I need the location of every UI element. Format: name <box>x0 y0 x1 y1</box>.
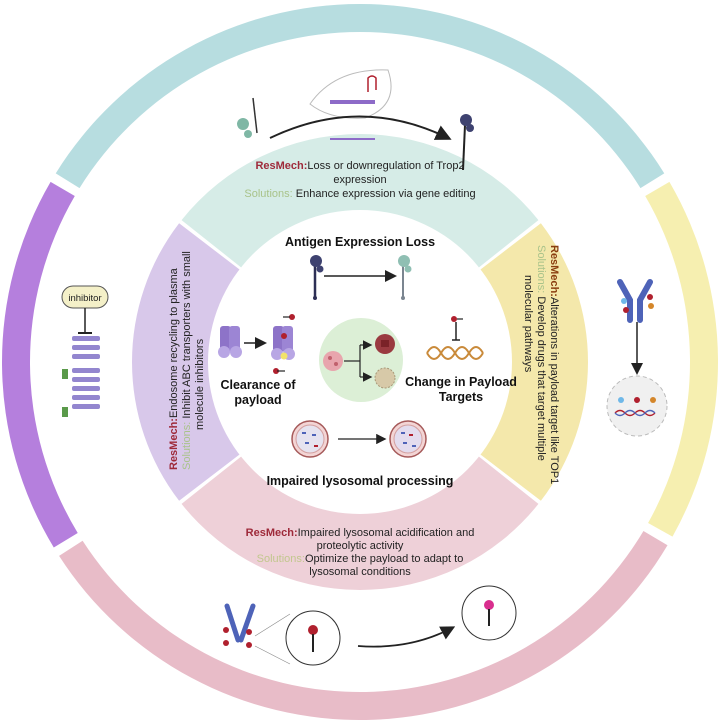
inhibitor-transporter-icon: inhibitor <box>61 285 109 417</box>
resmech-text: Loss or downregulation of Trop2 <box>307 160 464 172</box>
inner-ring <box>131 134 589 590</box>
abc-transporter-efflux-icon <box>271 314 295 374</box>
multi-payload-adc-icon <box>606 279 668 437</box>
lysosome-icon-before <box>291 420 329 458</box>
solutions-text-line2: molecule inhibitors <box>194 338 206 430</box>
solutions-text-line2: lysosomal conditions <box>309 566 411 578</box>
solutions-label: Solutions: <box>244 188 292 200</box>
right-segment-text: ResMech:Alterations in payload target li… <box>522 245 560 484</box>
inner-ring-segment-bottom <box>181 455 539 590</box>
svg-text:ResMech:Impaired lysosomal aci: ResMech:Impaired lysosomal acidification… <box>246 527 475 539</box>
dna-top1-icon <box>426 316 484 360</box>
inhibitor-label: inhibitor <box>68 293 101 304</box>
resmech-label: ResMech: <box>168 418 180 470</box>
payload-targets-title-line2: Targets <box>439 390 483 404</box>
svg-text:Solutions:Optimize the payload: Solutions:Optimize the payload to adapt … <box>257 553 464 565</box>
solutions-label: Solutions: <box>257 553 305 565</box>
svg-text:Solutions: Inhibit ABC transpo: Solutions: Inhibit ABC transporters with… <box>181 251 193 470</box>
outer-ring <box>1 3 718 720</box>
trop2-receptor-icon-high <box>310 255 324 300</box>
inner-ring-segment-top <box>181 134 539 269</box>
resmech-text-line2: proteolytic activity <box>317 540 404 552</box>
gene-editing-icon <box>237 69 474 171</box>
outer-ring-segment-left <box>1 181 78 548</box>
left-segment-text: ResMech:Endosome recycling to plasma Sol… <box>168 251 206 470</box>
svg-text:Solutions: Develop drugs that: Solutions: Develop drugs that target mul… <box>535 245 547 461</box>
outer-ring-segment-bottom <box>59 530 668 720</box>
svg-text:ResMech:Loss or downregulation: ResMech:Loss or downregulation of Trop2 <box>255 160 464 172</box>
lysosome-icon-after <box>389 420 427 458</box>
resmech-text-line2: expression <box>333 174 386 186</box>
top-segment-text: ResMech:Loss or downregulation of Trop2 … <box>244 160 475 200</box>
svg-text:ResMech:Endosome recycling to: ResMech:Endosome recycling to plasma <box>168 267 180 470</box>
clearance-title-line1: Clearance of <box>220 378 296 392</box>
resmech-text: Impaired lysosomal acidification and <box>298 527 475 539</box>
trop2-receptor-icon-low <box>398 255 412 300</box>
svg-text:ResMech:Alterations in payload: ResMech:Alterations in payload target li… <box>548 245 560 484</box>
solutions-label: Solutions: <box>181 422 193 470</box>
adc-payload-release-icon <box>223 585 517 666</box>
resmech-text: Alterations in payload target like TOP1 <box>548 297 560 484</box>
inner-ring-segment-right <box>479 223 589 501</box>
svg-text:Solutions: Enhance expression: Solutions: Enhance expression via gene e… <box>244 188 475 200</box>
tumor-heterogeneity-icon <box>319 318 403 402</box>
lysosomal-title: Impaired lysosomal processing <box>267 474 454 488</box>
solutions-label: Solutions: <box>535 245 547 293</box>
clearance-title-line2: payload <box>234 393 281 407</box>
outer-ring-segment-top <box>55 3 665 189</box>
resmech-label: ResMech: <box>548 245 560 297</box>
solutions-text: Optimize the payload to adapt to <box>305 553 463 565</box>
resmech-label: ResMech: <box>255 160 307 172</box>
solutions-text-line2: molecular pathways <box>522 275 534 373</box>
outer-ring-segment-right <box>645 181 718 537</box>
payload-targets-title-line1: Change in Payload <box>405 375 517 389</box>
solutions-text: Develop drugs that target multiple <box>535 293 547 461</box>
solutions-text: Enhance expression via gene editing <box>293 188 476 200</box>
antigen-expression-loss-title: Antigen Expression Loss <box>285 235 435 249</box>
solutions-text: Inhibit ABC transporters with small <box>181 251 193 422</box>
resmech-text: Endosome recycling to plasma <box>168 267 180 418</box>
payload-molecule-icon <box>289 314 295 320</box>
inner-ring-segment-left <box>131 223 241 501</box>
bottom-segment-text: ResMech:Impaired lysosomal acidification… <box>246 527 475 578</box>
abc-transporter-icon <box>218 326 242 358</box>
payload-molecule-icon <box>273 368 279 374</box>
resmech-label: ResMech: <box>246 527 298 539</box>
